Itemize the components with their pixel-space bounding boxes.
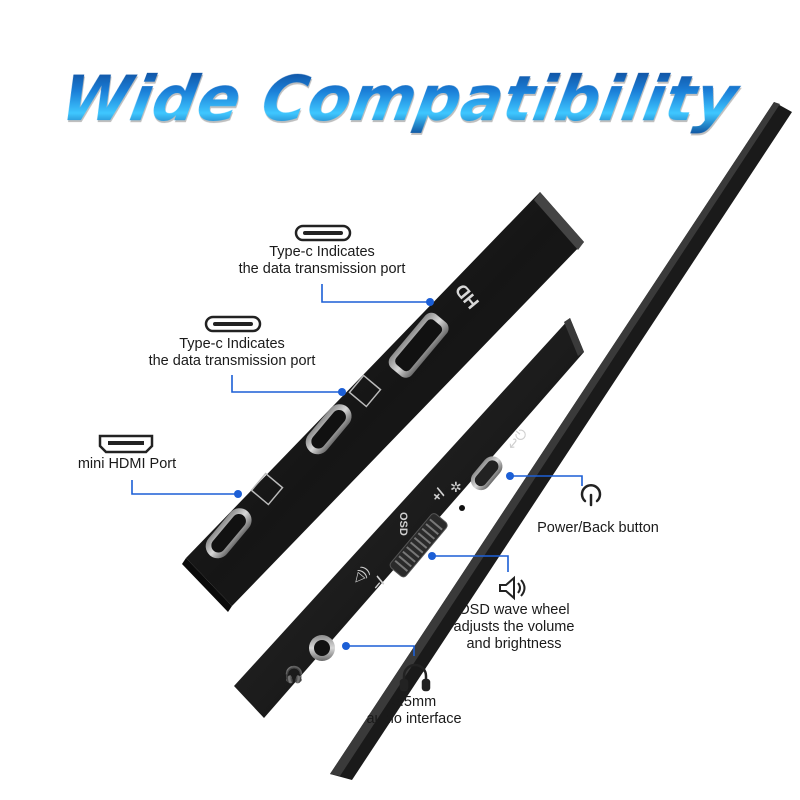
usb-c-port-middle [305,404,352,455]
port-indicator-square-lower [250,472,284,506]
indicator-led [459,505,465,511]
callout-typec-top: Type-c Indicates the data transmission p… [238,244,406,277]
headphone-marking-icon: 🎧 [284,665,304,684]
device-right-side [234,318,584,718]
power-icon [580,484,602,507]
gear-icon: ✲ [450,479,462,495]
usb-c-port-icon [204,315,262,333]
callout-power-back: Power/Back button [537,520,659,536]
monitor-edge-highlight [330,102,780,776]
callout-lines [131,284,583,656]
osd-marking: OSD [397,512,409,536]
mini-hdmi-port-icon [98,434,154,454]
page-title: Wide Compatibility [0,62,800,135]
usb-c-port-icon [294,224,352,242]
callout-mini-hdmi: mini HDMI Port [77,456,177,472]
callout-typec-middle: Type-c Indicates the data transmission p… [148,336,316,369]
callout-osd-wheel: OSD wave wheel adjusts the volume and br… [453,602,575,652]
port-indicator-square-middle [348,374,382,408]
headphones-icon [399,663,431,692]
callout-audio: 3.5mm audio interface [366,694,462,727]
power-back-button-device [470,456,503,491]
callout-dots [234,298,514,650]
usb-c-port-lower [205,508,252,559]
device-left-side [182,192,584,612]
osd-wheel-device [389,513,448,578]
mini-hdmi-port-device [388,312,449,378]
speaker-volume-icon [499,575,526,601]
